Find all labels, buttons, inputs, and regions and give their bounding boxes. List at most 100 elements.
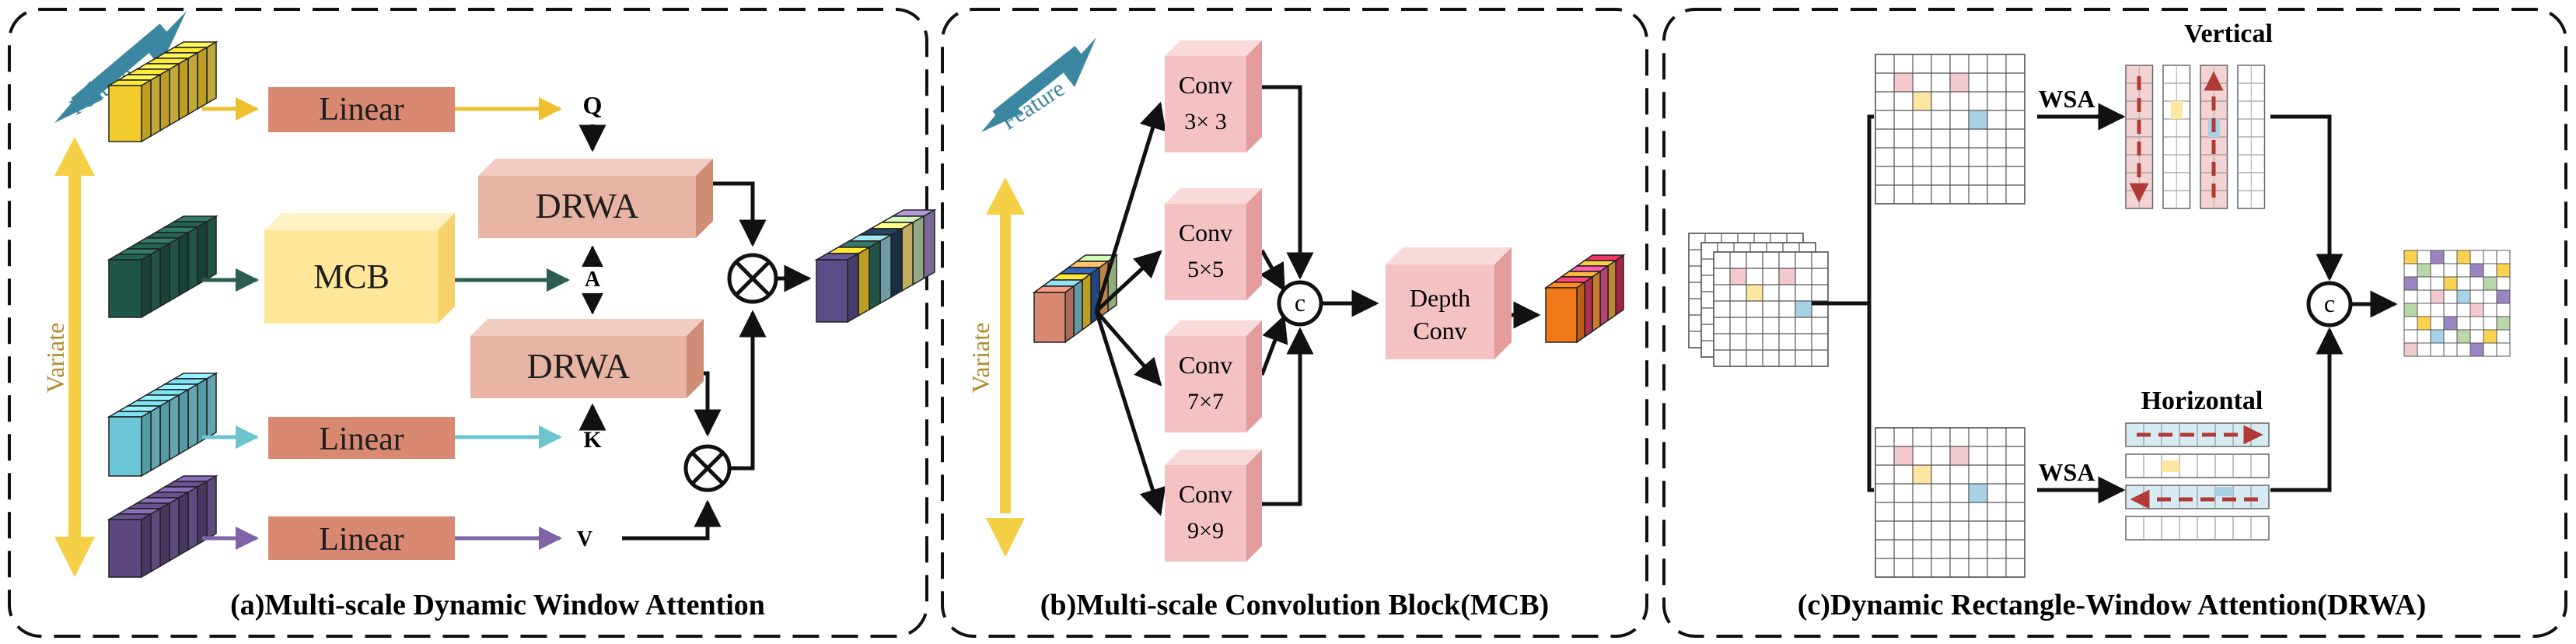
conv-size-1: 5×5: [1187, 257, 1224, 282]
grid-top-cell: [1894, 73, 1913, 92]
output-grid-cell: [2496, 342, 2511, 357]
depthconv-block: [1386, 247, 1512, 359]
tensor-slice-side: [1592, 270, 1601, 333]
output-grid-cell: [2496, 276, 2511, 291]
vertical-strips: [2125, 65, 2266, 209]
output-grid-cell: [2403, 276, 2418, 291]
fan-arrow-2: [1095, 310, 1162, 387]
conv-block-side-2: [1246, 320, 1262, 432]
variate-arrow-b: [986, 177, 1025, 557]
tensor-q: [107, 40, 218, 143]
tensor-slice-side: [187, 383, 198, 450]
output-grid-cell: [2496, 303, 2511, 317]
grid-bottom-cell: [1950, 446, 1969, 465]
tensor-slice-side: [1607, 259, 1617, 322]
grid-top-cell: [1950, 73, 1969, 92]
linear-v-label: Linear: [319, 522, 404, 558]
feature-arrow-a: [54, 11, 187, 123]
input-stack-front-cell: [1746, 285, 1763, 301]
panel-a: Feature Variate Linear Q DRWA: [8, 8, 937, 638]
tensor-slice-side: [178, 231, 189, 297]
horiz-highlight-yellow: [2162, 460, 2179, 472]
tensor-slice-front: [108, 519, 142, 578]
line-vertical-to-concat: [2270, 114, 2344, 282]
output-grid-cell: [2456, 263, 2471, 278]
tensor-slice-side: [206, 372, 217, 439]
tensor-slice-side: [901, 221, 914, 292]
tensor-v: [107, 474, 218, 579]
tensor-slice-side: [150, 73, 161, 138]
vert-highlight-yellow: [2171, 101, 2183, 119]
wsa-top-label: WSA: [2039, 85, 2095, 113]
grid-bottom: [1875, 427, 2025, 578]
conv-block-front-3: [1165, 465, 1246, 562]
concat-label-c: c: [2324, 289, 2335, 317]
output-grid-cell: [2417, 250, 2431, 264]
tensor-slice-side: [159, 399, 170, 467]
tensor-slice-side: [169, 236, 180, 303]
feature-arrow-b: [981, 37, 1096, 132]
conv-label-2: Conv: [1179, 351, 1232, 379]
horizontal-strips: [2125, 422, 2270, 541]
tensor-slice-side: [187, 485, 198, 551]
output-grid-cell: [2469, 329, 2484, 344]
conv-size-2: 7×7: [1187, 389, 1224, 415]
output-grid-cell: [2430, 250, 2445, 264]
tensor-slice-side: [858, 246, 870, 317]
output-grid-cell: [2417, 263, 2431, 278]
tensor-slice-front: [1033, 292, 1066, 343]
conv-size-0: 3× 3: [1184, 109, 1226, 135]
branch-line-bottom: [1867, 303, 1874, 492]
grid-top-cell: [1913, 92, 1931, 110]
output-grid-cell: [2469, 289, 2484, 304]
tensor-slice-front: [816, 259, 848, 323]
tensor-slice-side: [1576, 281, 1585, 344]
wsa-bottom-label: WSA: [2039, 458, 2095, 486]
tensor-slice-side: [923, 208, 935, 280]
panel-a-border: [8, 8, 928, 638]
tensor-slice-side: [150, 404, 161, 472]
output-grid-cell: [2403, 316, 2418, 331]
horiz-highlight-blue: [2215, 487, 2233, 496]
conv-block-front-0: [1165, 56, 1246, 152]
output-grid-cell: [2496, 329, 2511, 344]
drwa-top-block: [478, 159, 713, 238]
output-grid-cell: [2456, 276, 2471, 291]
output-grid-cell: [2430, 316, 2445, 331]
output-grid-cell: [2403, 250, 2418, 264]
tensor-slice-side: [1064, 285, 1075, 344]
panel-c-caption: (c)Dynamic Rectangle-Window Attention(DR…: [1798, 589, 2427, 621]
variate-label-b: Variate: [966, 323, 994, 394]
output-grid-cell: [2443, 276, 2458, 291]
line-v-to-mult: [622, 499, 722, 541]
output-grid-cell: [2403, 303, 2418, 317]
linear-k-label: Linear: [319, 422, 404, 457]
conv-label-0: Conv: [1179, 71, 1232, 99]
fan-arrow-3: [1094, 310, 1166, 516]
fan-arrow-1: [1095, 250, 1162, 313]
grid-top-cell: [1969, 110, 1987, 129]
output-grid-cell: [2417, 342, 2431, 357]
mult-lower-x2: [691, 452, 724, 485]
output-grid-cell: [2469, 316, 2484, 331]
output-grid-cell: [2430, 342, 2445, 357]
tensor-slice-front: [108, 85, 142, 142]
tensor-slice-side: [141, 513, 152, 579]
conv-block-side-3: [1246, 450, 1262, 562]
output-grid-cell: [2483, 342, 2497, 357]
output-grid-cell: [2483, 316, 2497, 331]
tensor-a: [107, 215, 218, 319]
output-grid-cell: [2469, 250, 2484, 264]
tensor-slice-side: [869, 240, 881, 311]
output-grid-cell: [2443, 303, 2458, 317]
tensor-slice-side: [1615, 254, 1624, 317]
input-grid-stack: [1688, 233, 1829, 367]
tensor-slice-side: [1599, 264, 1609, 327]
tensor-slice-side: [1584, 275, 1593, 338]
conv-to-concat-3: [1262, 327, 1314, 506]
output-grid-cell: [2496, 289, 2511, 304]
tensor-slice-side: [169, 496, 180, 562]
output-grid-cell: [2469, 303, 2484, 317]
